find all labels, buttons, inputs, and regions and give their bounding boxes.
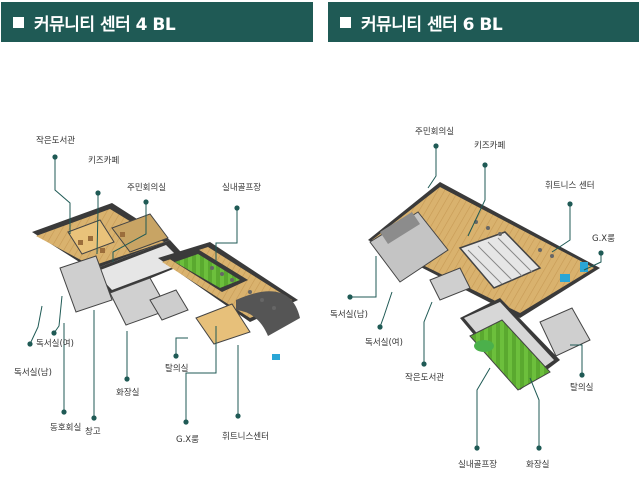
leader-lines-4bl (29, 157, 239, 422)
header-6bl: 커뮤니티 센터 6 BL (328, 2, 639, 42)
label-gx-room: G.X룸 (176, 435, 199, 445)
label-fitness-center: 휘트니스센터 (222, 431, 269, 442)
label-club-room: 동호회실 (50, 422, 81, 433)
plan-6bl (368, 182, 600, 391)
label-storage: 창고 (85, 427, 101, 437)
label-meeting-room: 주민회의실 (415, 126, 454, 137)
label-restroom: 화장실 (116, 387, 139, 398)
header-square-icon (340, 16, 351, 28)
header-4bl: 커뮤니티 센터 4 BL (1, 2, 313, 42)
label-reading-room-female: 독서실(여) (365, 337, 403, 348)
labels-6bl: 주민회의실 키즈카페 휘트니스 센터 G.X룸 독서실(남) 독서실(여) 작은… (330, 126, 615, 470)
leader-dots-6bl (347, 143, 604, 451)
label-gx-room: G.X룸 (592, 234, 615, 244)
label-fitness-center: 휘트니스 센터 (545, 180, 595, 191)
header-title-4bl: 커뮤니티 센터 4 BL (34, 14, 176, 35)
header-square-icon (13, 16, 24, 28)
label-changing-room: 탈의실 (165, 363, 188, 374)
label-small-library: 작은도서관 (405, 372, 444, 383)
label-restroom: 화장실 (526, 459, 549, 470)
header-title-6bl: 커뮤니티 센터 6 BL (361, 14, 503, 35)
plan-4bl (32, 203, 300, 360)
label-indoor-golf: 실내골프장 (458, 459, 497, 470)
label-kids-cafe: 키즈카페 (474, 140, 505, 151)
label-meeting-room: 주민회의실 (127, 182, 166, 193)
leader-dots-4bl (27, 154, 241, 425)
label-reading-room-male: 독서실(남) (330, 309, 368, 320)
label-reading-room-female: 독서실(여) (36, 338, 74, 349)
label-small-library: 작은도서관 (36, 135, 75, 146)
labels-4bl: 작은도서관 키즈카페 주민회의실 실내골프장 독서실(여) 독서실(남) 동호회… (14, 135, 269, 445)
leader-lines-6bl (350, 146, 602, 448)
label-changing-room: 탈의실 (570, 382, 593, 393)
label-kids-cafe: 키즈카페 (88, 155, 119, 166)
label-indoor-golf: 실내골프장 (222, 182, 261, 193)
label-reading-room-male: 독서실(남) (14, 367, 52, 378)
